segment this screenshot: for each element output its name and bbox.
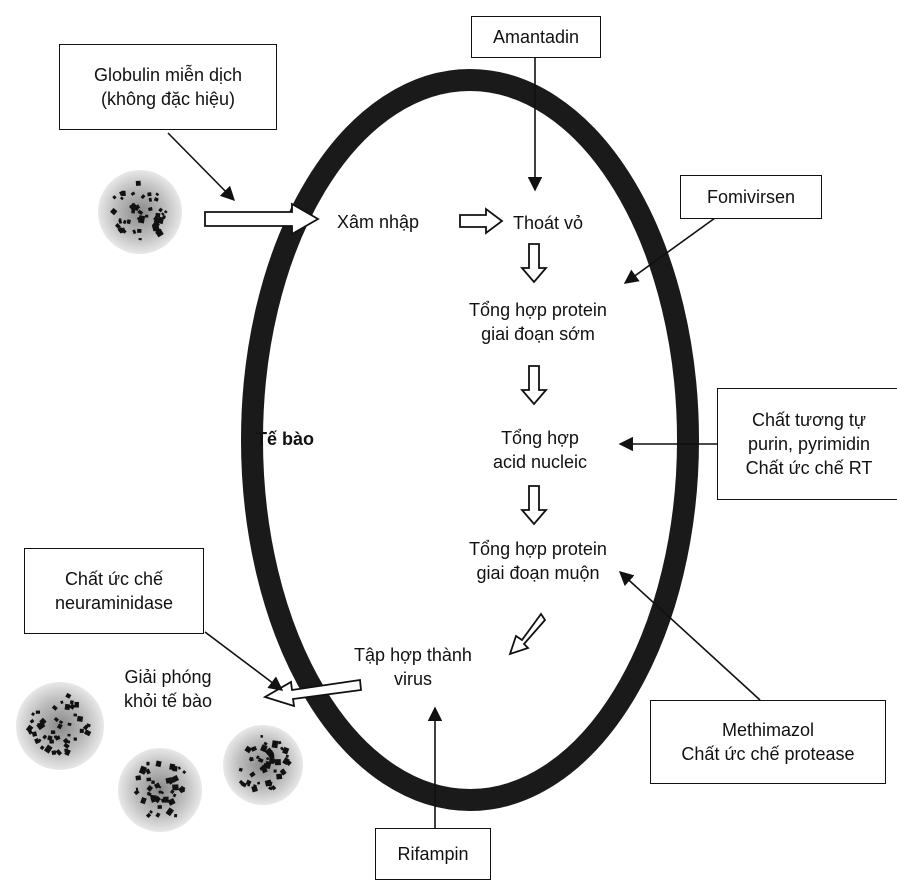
virion-icon: [118, 748, 202, 832]
hollow-arrow-icon: [508, 612, 547, 656]
cell-membrane: [241, 69, 699, 811]
virion-icon: [16, 682, 104, 770]
hollow-arrow-icon: [204, 202, 320, 236]
step-uncoating: Thoát vỏ: [513, 213, 584, 233]
hollow-arrow-icon: [520, 365, 548, 406]
drug-box-globulin: Globulin miễn dịch(không đặc hiệu): [59, 44, 277, 130]
drug-box-rifampin: Rifampin: [375, 828, 491, 880]
virion-icon: [223, 725, 303, 805]
pointer-arrow-icon: [204, 631, 284, 691]
hollow-arrow-icon: [459, 207, 504, 235]
hollow-arrow-icon: [262, 678, 362, 708]
drug-box-fomivirsen: Fomivirsen: [680, 175, 822, 219]
step-entry: Xâm nhập: [337, 212, 420, 232]
hollow-arrow-icon: [520, 243, 548, 284]
hollow-arrow-icon: [520, 485, 548, 526]
virion-icon: [98, 170, 182, 254]
pointer-arrow-icon: [167, 132, 236, 202]
pointer-arrow-icon: [618, 571, 761, 701]
cell-label: Tế bào: [256, 429, 315, 449]
drug-box-amantadin: Amantadin: [471, 16, 601, 58]
pointer-arrow-icon: [623, 217, 716, 284]
